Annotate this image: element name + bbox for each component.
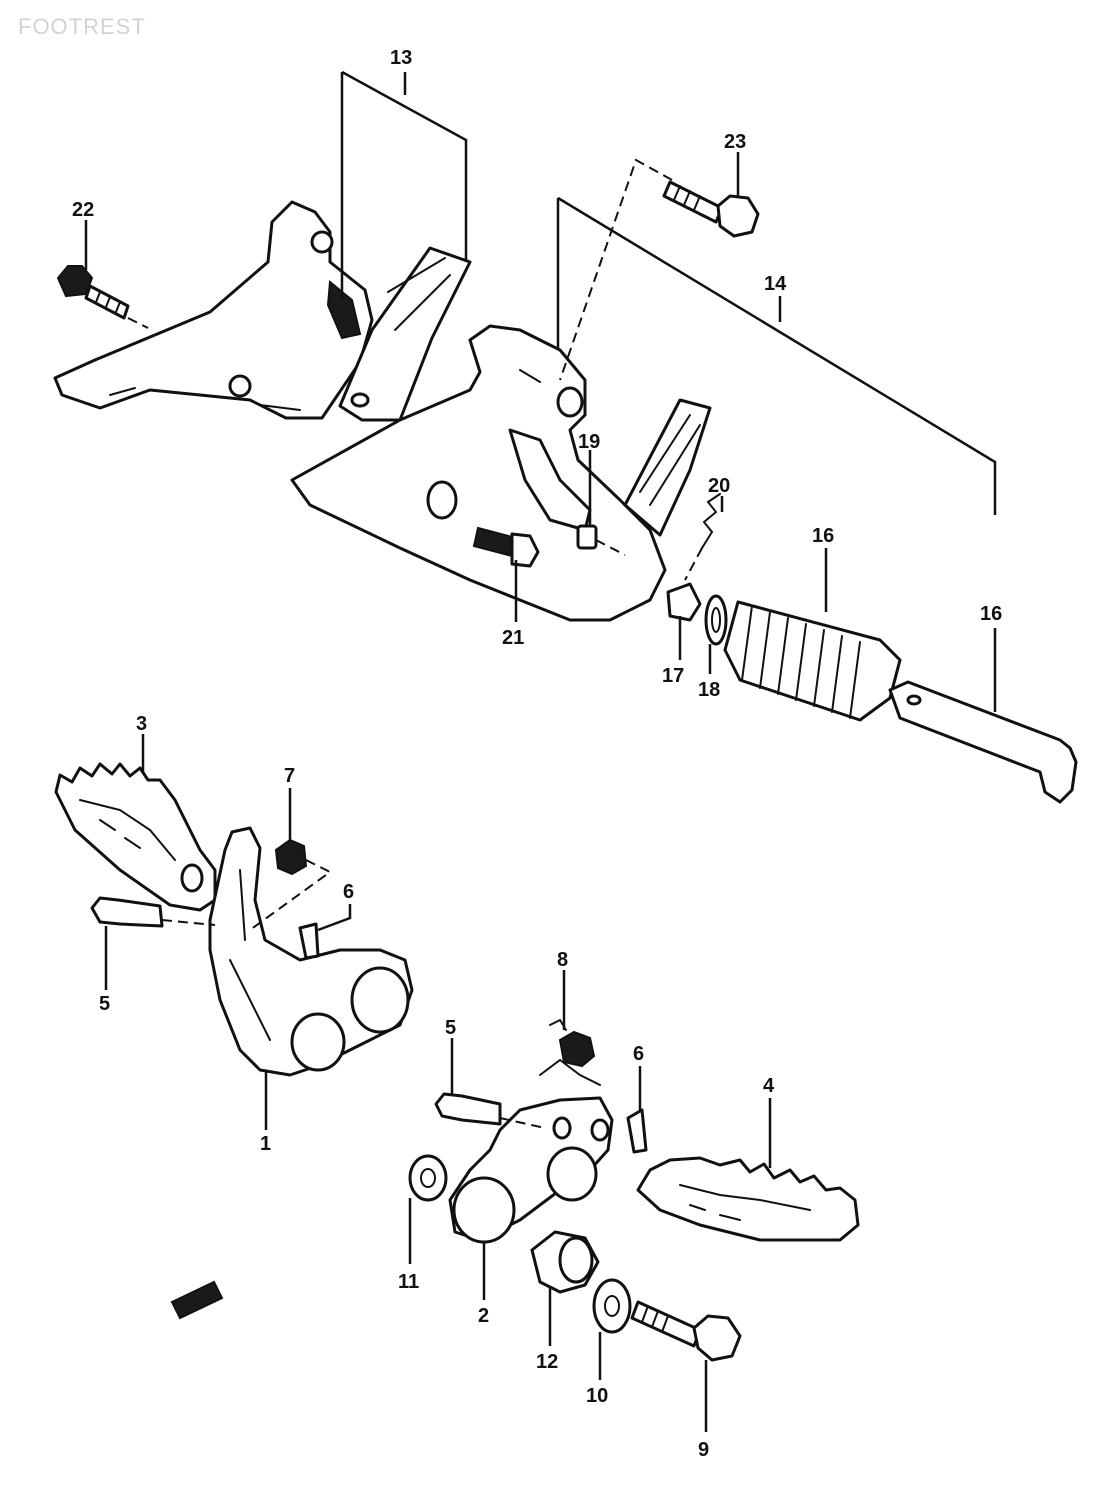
label-23: 23	[724, 131, 746, 153]
collar-17	[666, 582, 702, 622]
label-8: 8	[557, 949, 568, 971]
label-18: 18	[698, 679, 720, 701]
label-19: 19	[578, 431, 600, 453]
label-22: 22	[72, 199, 94, 221]
footpeg-3	[54, 762, 217, 912]
pin-19	[576, 524, 598, 550]
bolt-9	[630, 1300, 742, 1362]
leader-lines	[84, 70, 997, 1432]
pin-5-lower	[434, 1092, 502, 1126]
bracket-2	[448, 1058, 614, 1244]
label-12: 12	[536, 1351, 558, 1373]
page-title: FOOTREST	[18, 14, 146, 39]
label-3: 3	[136, 713, 147, 735]
footpeg-pin-16	[888, 680, 1078, 804]
label-11: 11	[398, 1271, 419, 1293]
bolt-21	[472, 526, 540, 568]
label-14: 14	[764, 273, 787, 295]
label-4: 4	[763, 1075, 775, 1097]
bolt-23	[662, 180, 760, 238]
footpeg-rubber-16	[723, 600, 902, 722]
label-16-pin: 16	[980, 603, 1002, 625]
washer-11	[408, 1154, 448, 1202]
spring-20	[701, 493, 721, 549]
label-21: 21	[502, 627, 524, 649]
cotter-pin-6-lower	[626, 1108, 648, 1154]
bracket-1	[208, 826, 414, 1077]
pin-5-upper	[90, 896, 164, 928]
label-5-lower: 5	[445, 1017, 456, 1039]
cotter-pin-6-upper	[298, 922, 320, 960]
collar-12	[530, 1230, 600, 1294]
washer-10	[592, 1278, 632, 1334]
footpeg-4	[636, 1156, 860, 1242]
front-arrow-icon	[170, 1280, 224, 1320]
label-2: 2	[478, 1305, 489, 1327]
label-7: 7	[284, 765, 295, 787]
label-20: 20	[708, 475, 730, 497]
label-17: 17	[662, 665, 684, 687]
bolt-22	[56, 265, 130, 320]
label-6-upper: 6	[343, 881, 354, 903]
spring-8	[549, 1018, 596, 1068]
label-1: 1	[260, 1133, 271, 1155]
label-9: 9	[698, 1439, 709, 1461]
washer-18	[704, 594, 728, 646]
label-16-rubber: 16	[812, 525, 834, 547]
label-10: 10	[586, 1385, 608, 1407]
part-labels: 13 22 23 14 19 20 16 16 21 17 18 3 7 6 5…	[72, 47, 1002, 1461]
label-13: 13	[390, 47, 412, 69]
spring-7	[274, 838, 308, 876]
label-5-upper: 5	[99, 993, 110, 1015]
bracket-14-right	[290, 324, 712, 622]
label-6-lower: 6	[633, 1043, 644, 1065]
bracket-13-left	[53, 200, 472, 422]
